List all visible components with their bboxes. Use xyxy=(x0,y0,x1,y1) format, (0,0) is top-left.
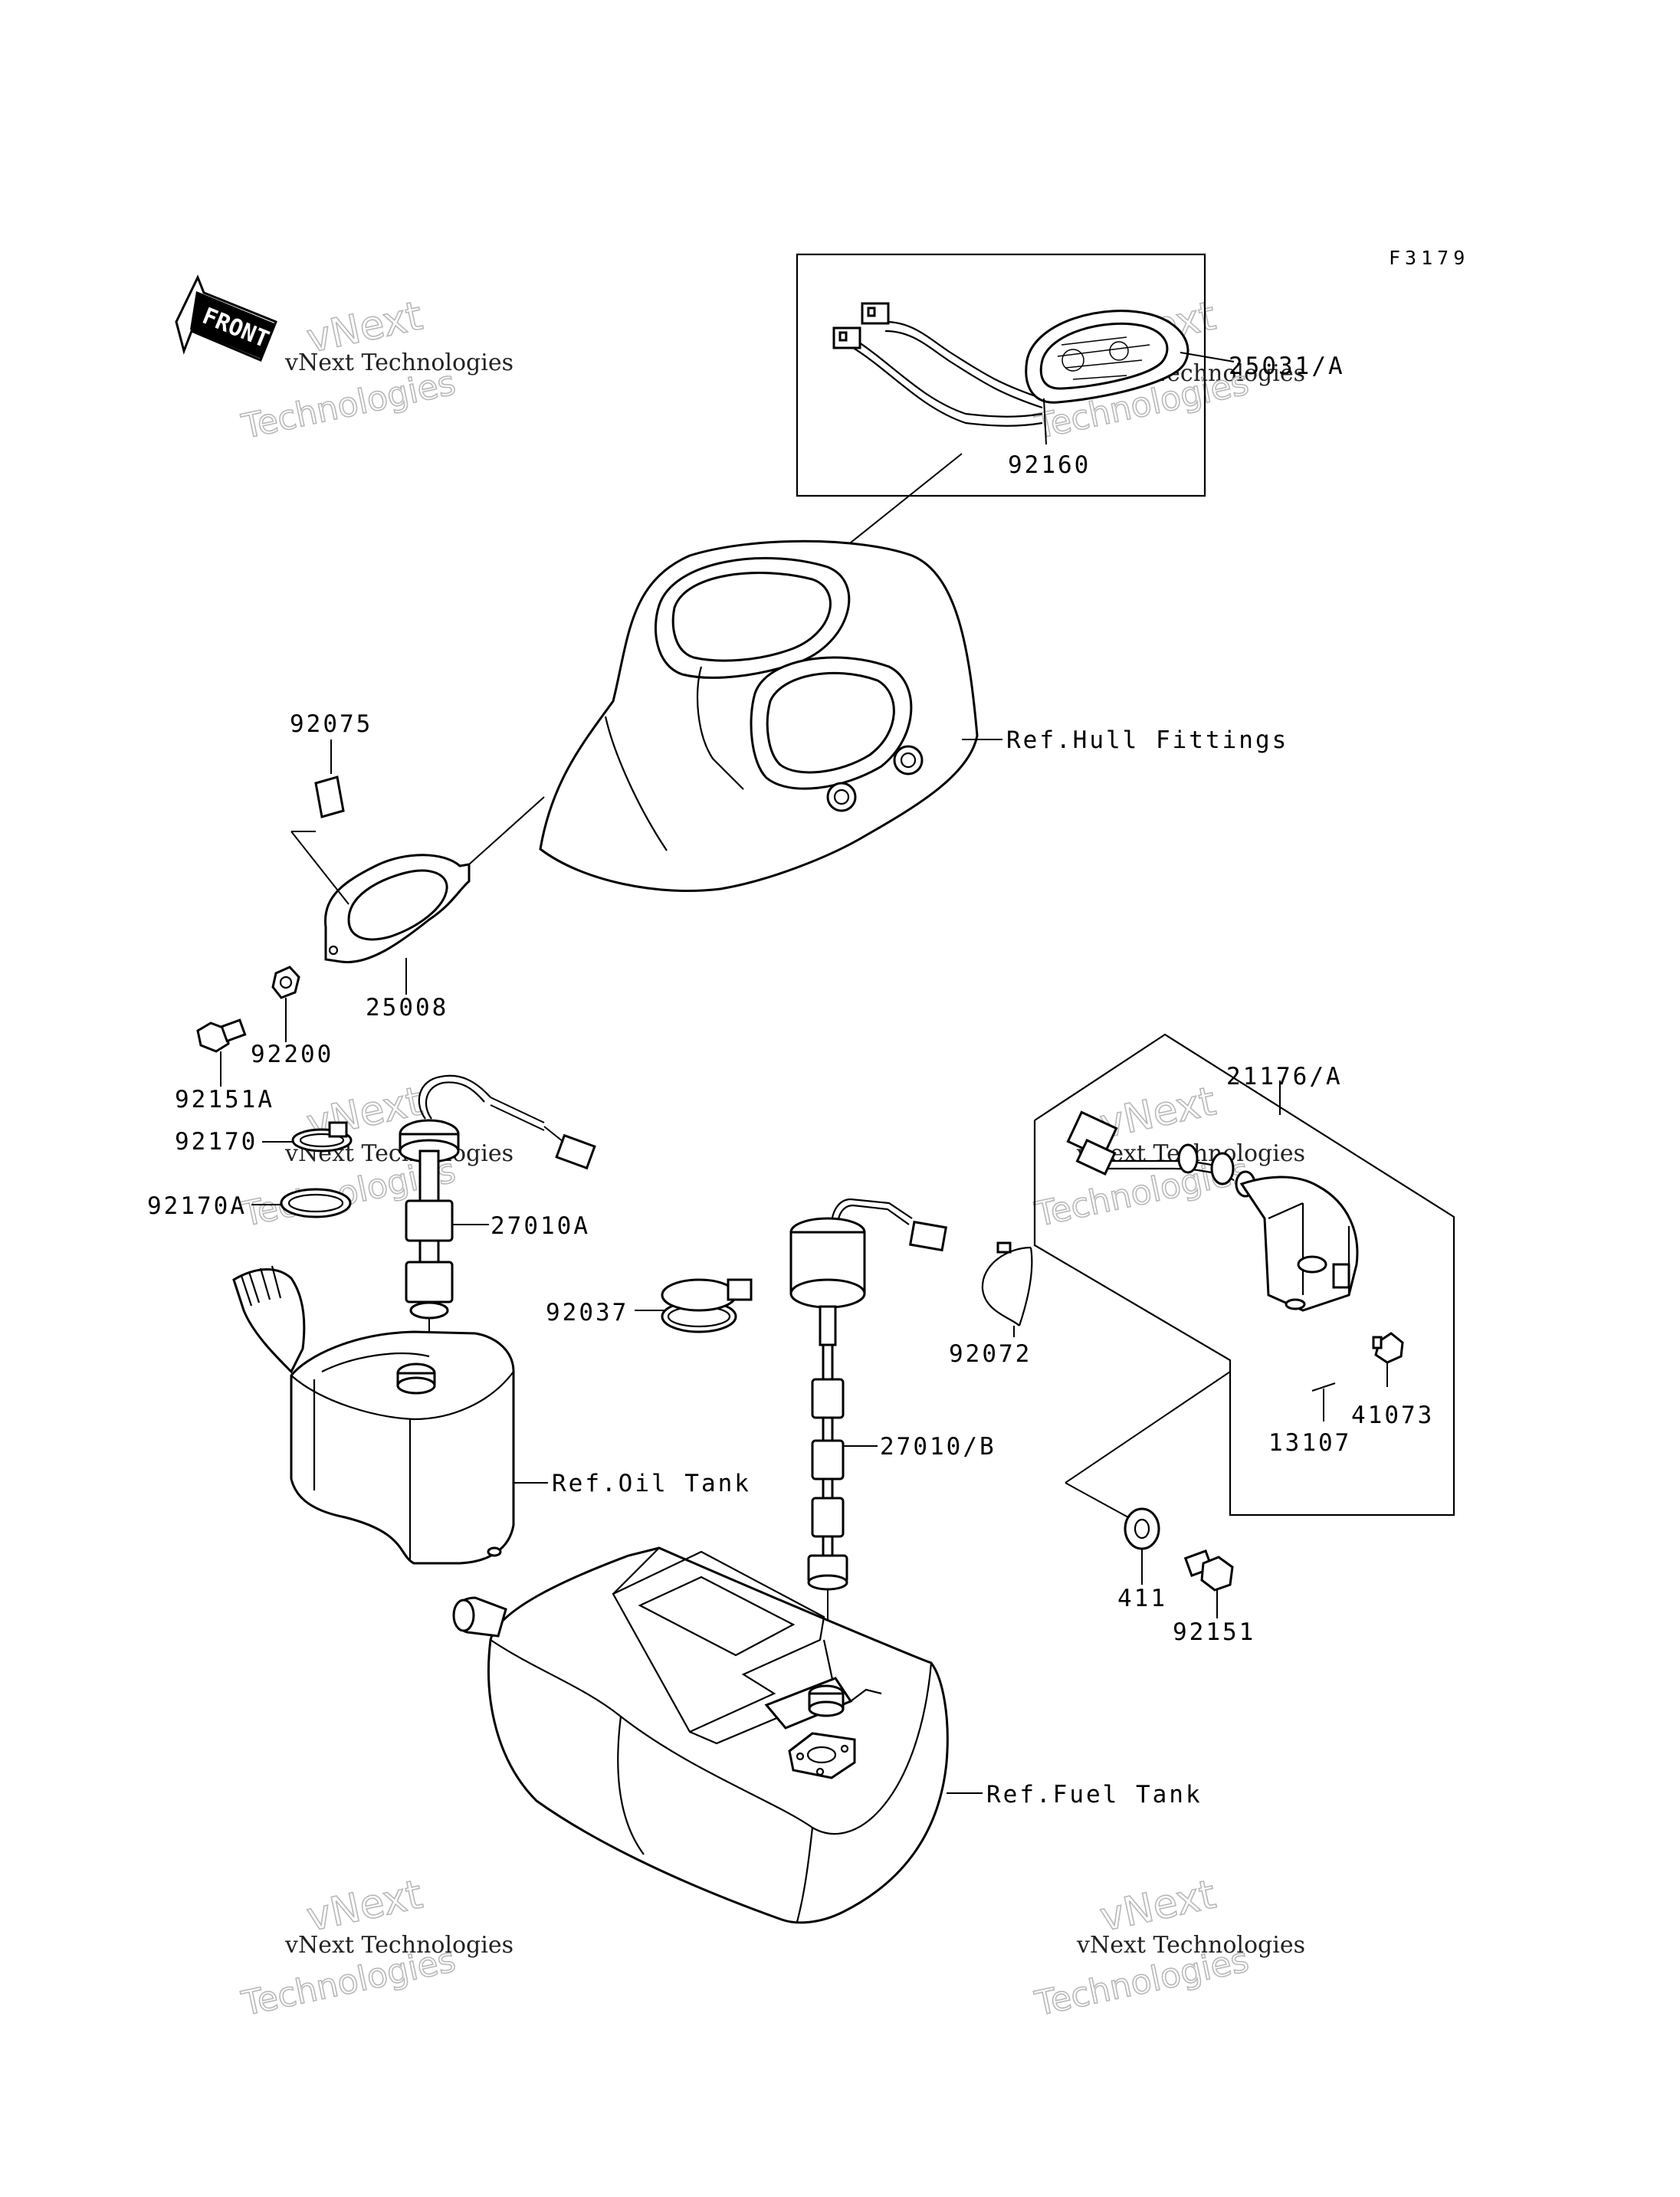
label-ref-hull-fittings: Ref.Hull Fittings xyxy=(1006,726,1288,754)
label-92200: 92200 xyxy=(251,1041,333,1068)
watermark-bottom-right: vNext vNext Technologies Technologies xyxy=(1031,1871,1305,2025)
watermark-top-left: vNext vNext Technologies Technologies xyxy=(238,293,514,448)
label-92072: 92072 xyxy=(949,1340,1032,1368)
label-92075: 92075 xyxy=(290,710,372,738)
label-92170a: 92170A xyxy=(147,1192,247,1220)
band-92072 xyxy=(981,1241,1033,1337)
label-411: 411 xyxy=(1117,1585,1167,1612)
label-13107: 13107 xyxy=(1268,1429,1351,1457)
label-ref-oil-tank: Ref.Oil Tank xyxy=(552,1470,751,1497)
clip-92075 xyxy=(314,776,345,818)
diagram-code: F3179 xyxy=(1389,247,1469,269)
clamp-92170 xyxy=(262,1121,353,1153)
label-27010a: 27010A xyxy=(491,1212,590,1240)
bracket-25008 xyxy=(290,796,545,995)
watermark-bottom-left: vNext vNext Technologies Technologies xyxy=(238,1871,514,2025)
clamp-92037 xyxy=(635,1278,753,1333)
label-92151: 92151 xyxy=(1173,1618,1255,1646)
svg-text:vNext Technologies: vNext Technologies xyxy=(1076,1932,1305,1959)
label-27010b: 27010/B xyxy=(880,1433,996,1461)
watermark-mid-left: vNext vNext Technologies Technologies xyxy=(238,1078,514,1235)
bolt-92151a xyxy=(196,1018,247,1087)
label-41073: 41073 xyxy=(1351,1402,1434,1429)
sender-27010b xyxy=(789,1198,948,1678)
svg-text:vNext: vNext xyxy=(1096,1871,1219,1940)
hull-deck xyxy=(539,539,1002,893)
fuel-tank xyxy=(452,1546,983,1924)
label-ref-fuel-tank: Ref.Fuel Tank xyxy=(986,1781,1203,1808)
svg-text:vNext: vNext xyxy=(1096,1078,1219,1147)
washer-411 xyxy=(1124,1507,1160,1550)
label-25031a: 25031/A xyxy=(1229,353,1345,380)
label-92170: 92170 xyxy=(175,1128,258,1156)
bolt-92151 xyxy=(1183,1549,1234,1618)
label-21176a: 21176/A xyxy=(1226,1063,1343,1090)
label-92037: 92037 xyxy=(546,1299,628,1326)
clamp-92170a xyxy=(251,1188,352,1218)
label-92151a: 92151A xyxy=(175,1086,274,1113)
svg-text:vNext: vNext xyxy=(303,1871,426,1940)
label-92160: 92160 xyxy=(1008,451,1091,479)
switch-assembly-box xyxy=(1033,1033,1455,1517)
oil-tank xyxy=(232,1265,548,1565)
front-arrow-icon: FRONT xyxy=(175,274,277,362)
nut-92200 xyxy=(271,966,300,999)
svg-text:vNext Technologies: vNext Technologies xyxy=(284,349,514,376)
meter-assembly-box xyxy=(796,253,1235,497)
svg-text:vNext Technologies: vNext Technologies xyxy=(284,1932,514,1959)
label-25008: 25008 xyxy=(366,994,448,1021)
